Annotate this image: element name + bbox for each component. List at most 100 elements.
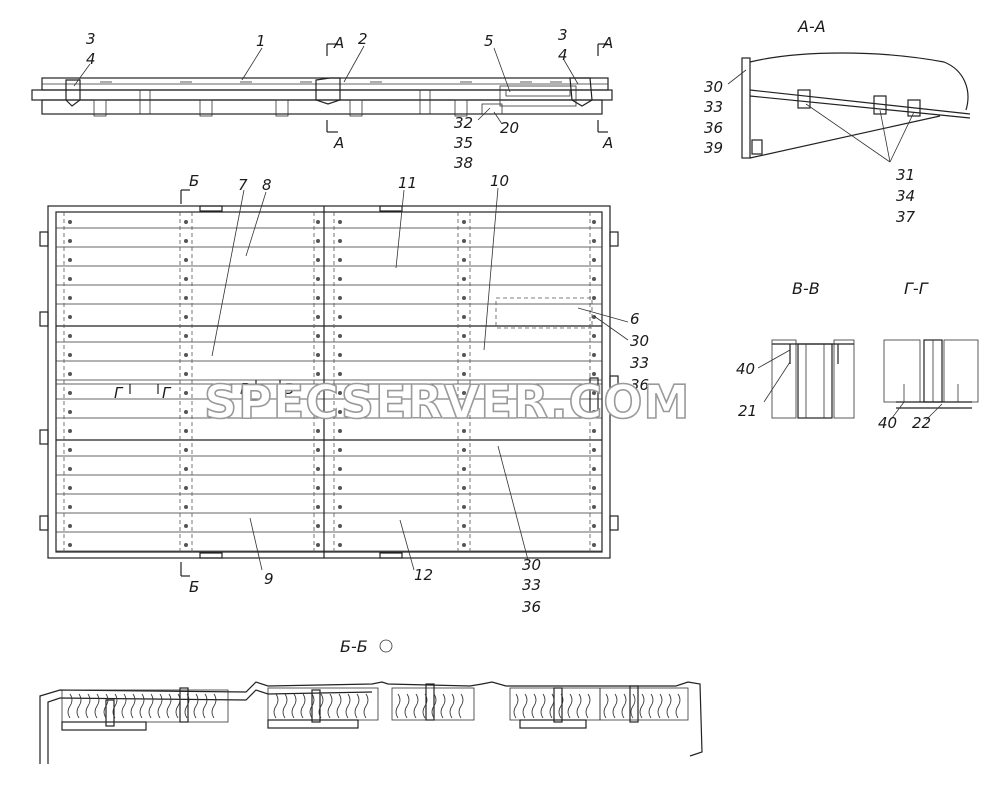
bolt [338,391,342,395]
bolt [184,277,188,281]
bolt [316,467,320,471]
bolt [316,334,320,338]
callout-7: 7 [238,176,248,194]
wood-grain [148,693,154,719]
bolt [316,543,320,547]
callout-38: 38 [454,154,473,172]
bolt [462,220,466,224]
wood-grain [354,693,360,719]
bolt [184,543,188,547]
bolt [184,391,188,395]
cut-mark-a: А [333,34,344,52]
bolt [462,258,466,262]
bolt [462,543,466,547]
wood-grain [363,693,369,719]
wood-grain [648,693,654,719]
callout-40: 40 [878,414,897,432]
bolt [338,467,342,471]
callout-31: 31 [896,166,915,184]
cut-mark-g: Г [162,384,172,402]
bolt [462,277,466,281]
watermark: SPECSERVER.COM [204,375,690,429]
callout-36: 36 [704,119,723,137]
bolt [316,353,320,357]
bolt [184,372,188,376]
wood-grain [94,693,100,719]
bolt [462,448,466,452]
wood-grain [449,693,455,719]
wood-grain [291,693,297,719]
bolt [338,258,342,262]
wood-grain [630,693,636,719]
callout-40: 40 [736,360,755,378]
bolt [338,277,342,281]
bolt [68,258,72,262]
wood-grain [458,693,464,719]
wood-grain [103,693,109,719]
bolt [68,372,72,376]
bolt [184,220,188,224]
bolt [592,277,596,281]
wood-grain [166,693,172,719]
bolt [316,258,320,262]
bolt [184,334,188,338]
wood-grain [202,693,208,719]
bolt [184,239,188,243]
bolt [338,410,342,414]
bolt [592,467,596,471]
bolt [338,505,342,509]
callout-5: 5 [484,32,494,50]
bolt [462,372,466,376]
bolt [592,524,596,528]
wood-grain [139,693,145,719]
bolt [68,315,72,319]
section-g-g: Г-Г 40 22 [878,279,979,432]
bolt [338,239,342,243]
callout-33: 33 [704,98,723,116]
callout-20: 20 [500,119,519,137]
bolt [462,486,466,490]
wood-grain [558,693,564,719]
wood-grain [413,693,419,719]
callout-36: 36 [522,598,541,616]
callout-10: 10 [490,172,509,190]
wood-grain [657,693,663,719]
bolt [592,543,596,547]
bolt [338,524,342,528]
wood-grain [318,693,324,719]
callout-12: 12 [414,566,433,584]
callout-4: 4 [558,46,568,64]
bolt [462,315,466,319]
bolt [592,258,596,262]
callout-22: 22 [912,414,931,432]
cut-mark-b: Б [189,172,199,190]
wood-grain [309,693,315,719]
bolt [338,220,342,224]
wood-grain [621,693,627,719]
wood-grain [531,693,537,719]
bolt [592,220,596,224]
bolt [184,410,188,414]
bolt [68,334,72,338]
callout-4: 4 [86,50,96,68]
wood-grain [639,693,645,719]
wood-grain [440,693,446,719]
wood-grain [211,693,217,719]
wood-grain [345,693,351,719]
bolt [68,239,72,243]
wood-grain [130,693,136,719]
callout-34: 34 [896,187,915,205]
callout-6: 6 [630,310,640,328]
cut-mark-g: Г [114,384,124,402]
bolt [338,334,342,338]
wood-grain [603,693,609,719]
callout-3: 3 [558,26,568,44]
wood-grain [184,693,190,719]
wood-grain [549,693,555,719]
bolt [184,467,188,471]
bolt [316,296,320,300]
wood-grain [273,693,279,719]
bolt [316,505,320,509]
wood-grain [327,693,333,719]
